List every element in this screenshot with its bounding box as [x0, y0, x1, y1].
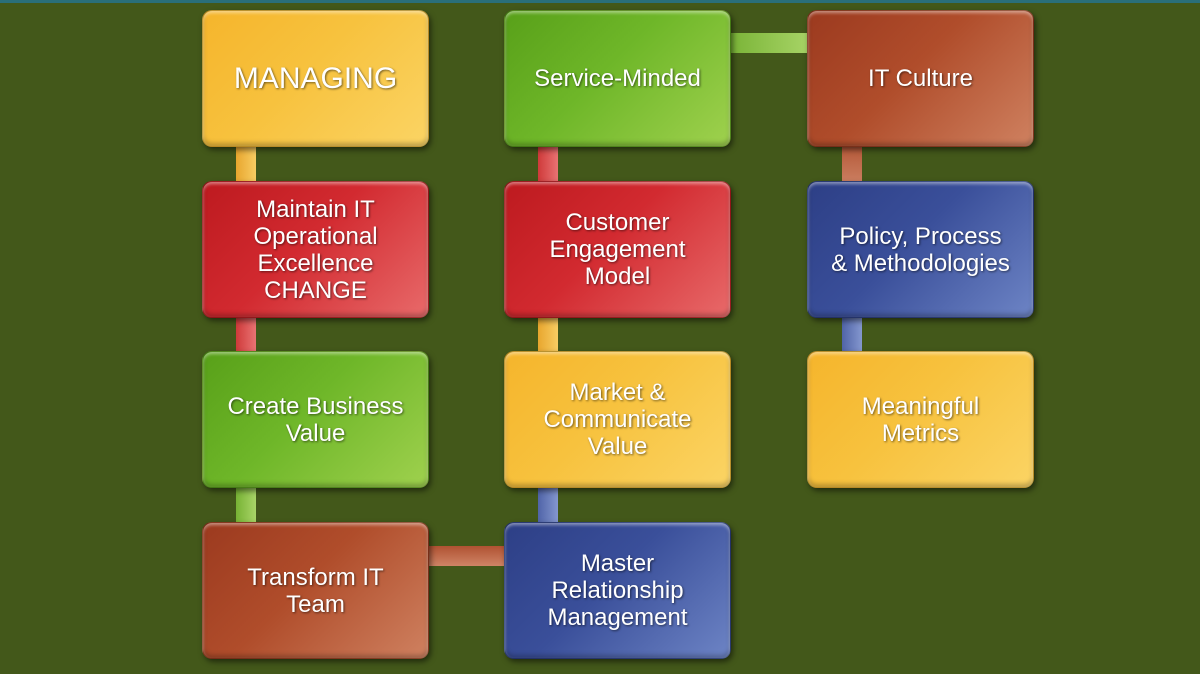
box-managing: MANAGING	[202, 10, 429, 147]
top-border-line	[0, 0, 1200, 3]
box-service-minded: Service-Minded	[504, 10, 731, 147]
connector-market-customer	[538, 310, 558, 358]
connector-maintain-create	[236, 310, 256, 358]
box-it-culture-label: IT Culture	[868, 65, 973, 92]
box-managing-label: MANAGING	[233, 62, 398, 95]
box-meaningful-metrics: Meaningful Metrics	[807, 351, 1034, 488]
box-customer-engagement: Customer Engagement Model	[504, 181, 731, 318]
connector-transform-master	[425, 546, 510, 566]
box-maintain-it-label: Maintain IT Operational Excellence CHANG…	[253, 195, 378, 304]
box-customer-engagement-label: Customer Engagement Model	[549, 209, 686, 290]
connector-customer-service	[538, 140, 558, 188]
box-it-culture: IT Culture	[807, 10, 1034, 147]
connector-create-transform	[236, 480, 256, 528]
box-policy-process: Policy, Process & Methodologies	[807, 181, 1034, 318]
connector-culture-policy	[842, 140, 862, 188]
box-create-business-value-label: Create Business Value	[227, 392, 404, 447]
connector-managing-maintain	[236, 140, 256, 188]
connector-service-culture	[725, 33, 812, 53]
box-policy-process-label: Policy, Process & Methodologies	[831, 222, 1010, 277]
box-market-communicate: Market & Communicate Value	[504, 351, 731, 488]
box-service-minded-label: Service-Minded	[534, 65, 701, 92]
box-transform-it-team-label: Transform IT Team	[247, 563, 384, 618]
box-master-relationship: Master Relationship Management	[504, 522, 731, 659]
box-master-relationship-label: Master Relationship Management	[547, 550, 688, 631]
connector-policy-metrics	[842, 310, 862, 358]
connector-master-market	[538, 480, 558, 528]
box-transform-it-team: Transform IT Team	[202, 522, 429, 659]
box-create-business-value: Create Business Value	[202, 351, 429, 488]
box-maintain-it: Maintain IT Operational Excellence CHANG…	[202, 181, 429, 318]
box-market-communicate-label: Market & Communicate Value	[543, 379, 692, 460]
box-meaningful-metrics-label: Meaningful Metrics	[861, 392, 980, 447]
